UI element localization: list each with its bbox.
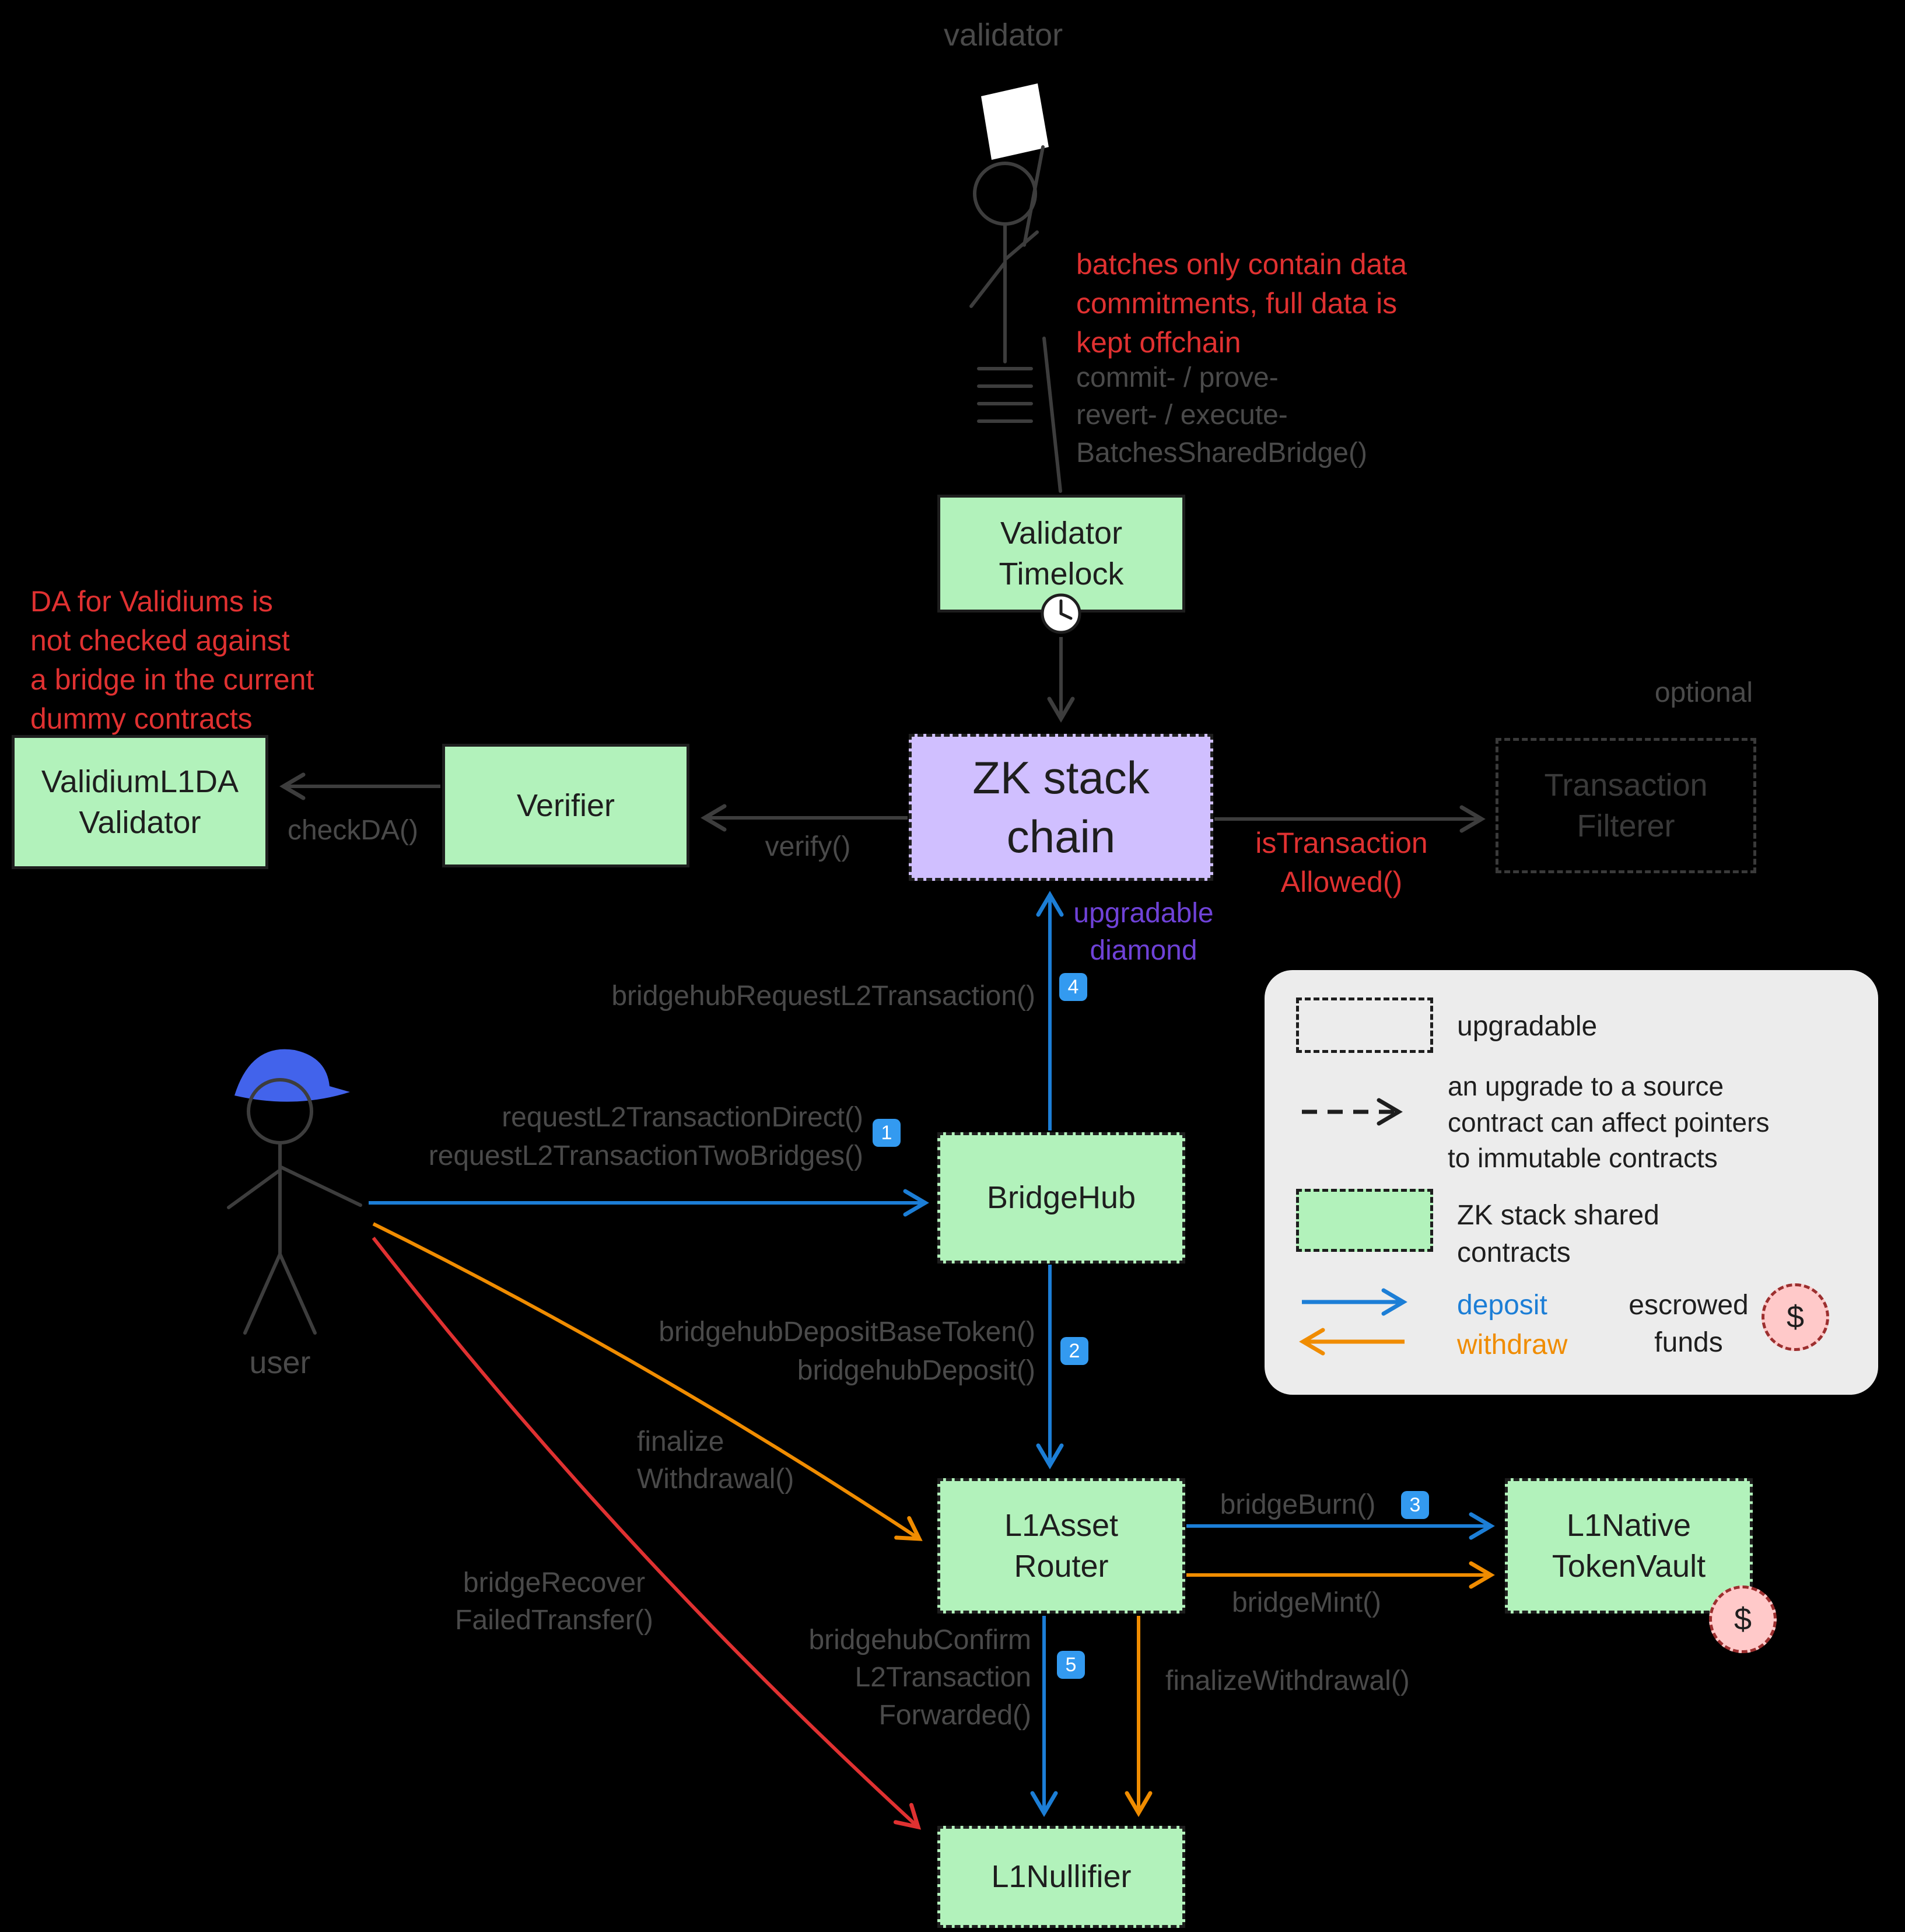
user-label: user — [249, 1345, 311, 1380]
validator-head — [973, 162, 1037, 226]
node-l1-native-token-vault: L1Native TokenVault — [1505, 1478, 1753, 1614]
step-badge-3: 3 — [1401, 1491, 1429, 1519]
step-badge-4: 4 — [1059, 973, 1087, 1001]
node-l1-nullifier: L1Nullifier — [937, 1826, 1185, 1928]
node-transaction-filterer: Transaction Filterer — [1496, 738, 1756, 873]
legend-upgradable-box-icon — [1296, 998, 1433, 1053]
edge-label-request-direct: requestL2TransactionDirect() — [502, 1102, 863, 1133]
edge-label-check-da: checkDA() — [287, 815, 419, 846]
legend-upgrade-note: an upgrade to a source contract can affe… — [1448, 1071, 1770, 1174]
validator-hatch — [977, 367, 1033, 423]
node-l1-asset-router: L1Asset Router — [937, 1478, 1185, 1614]
legend-shared-contracts-label: ZK stack shared contracts — [1457, 1200, 1659, 1269]
note-upgradable-diamond: upgradable diamond — [1073, 898, 1214, 967]
edge-label-verify: verify() — [765, 831, 851, 862]
legend-upgradable-label: upgradable — [1457, 1011, 1598, 1042]
edge-label-finalize-withdrawal: finalizeWithdrawal() — [1165, 1665, 1410, 1696]
edge-label-deposit-base-token: bridgehubDepositBaseToken() — [659, 1317, 1035, 1348]
edge-label-bridgehub-request: bridgehubRequestL2Transaction() — [611, 981, 1035, 1012]
user-leg-left — [243, 1252, 282, 1335]
validator-flag-pole — [1022, 145, 1045, 247]
validator-figure — [969, 83, 1062, 493]
node-validium-l1da-validator: ValidiumL1DA Validator — [12, 735, 268, 869]
legend-shared-contract-box-icon — [1296, 1189, 1433, 1252]
legend-escrowed-funds-label: escrowed funds — [1629, 1290, 1749, 1359]
validator-label: validator — [943, 18, 1063, 52]
step-badge-5: 5 — [1057, 1651, 1085, 1679]
user-figure — [227, 1049, 362, 1335]
legend-withdraw-label: withdraw — [1457, 1329, 1568, 1360]
validator-arm-right — [1003, 230, 1039, 261]
node-verifier: Verifier — [442, 744, 689, 867]
edge-label-bridge-recover: bridgeRecover FailedTransfer() — [455, 1567, 653, 1636]
edge-label-bridgehub-deposit: bridgehubDeposit() — [797, 1355, 1035, 1386]
edge-label-is-transaction-allowed: isTransaction Allowed() — [1255, 827, 1428, 898]
step-badge-2: 2 — [1060, 1337, 1088, 1365]
edge-label-request-two-bridges: requestL2TransactionTwoBridges() — [428, 1140, 863, 1171]
optional-tag: optional — [1654, 677, 1753, 708]
node-bridgehub: BridgeHub — [937, 1132, 1185, 1264]
user-head — [247, 1078, 313, 1144]
user-arm-right — [278, 1165, 362, 1207]
user-arm-left — [227, 1168, 282, 1209]
validator-call-line — [1042, 337, 1062, 493]
node-validator-timelock: Validator Timelock — [937, 495, 1185, 612]
edge-label-finalize-withdrawal-user: finalize Withdrawal() — [637, 1426, 794, 1495]
note-batches-offchain: batches only contain data commitments, f… — [1076, 248, 1407, 359]
edge-label-bridge-burn: bridgeBurn() — [1220, 1489, 1376, 1520]
edge-label-bridgehub-confirm: bridgehubConfirm L2Transaction Forwarded… — [808, 1625, 1031, 1731]
user-cap — [234, 1049, 350, 1102]
validator-flag — [981, 83, 1049, 160]
node-zk-stack-chain: ZK stack chain — [909, 734, 1213, 881]
legend-deposit-label: deposit — [1457, 1290, 1547, 1321]
token-vault-escrowed-funds-icon: $ — [1709, 1586, 1777, 1653]
legend-escrowed-funds-icon: $ — [1762, 1283, 1829, 1351]
validator-arm-left — [969, 261, 1007, 308]
note-da-validiums: DA for Validiums is not checked against … — [30, 585, 314, 735]
user-leg-right — [278, 1252, 317, 1335]
edge-label-bridge-mint: bridgeMint() — [1231, 1587, 1382, 1618]
note-validator-calls: commit- / prove- revert- / execute- Batc… — [1076, 362, 1367, 468]
step-badge-1: 1 — [873, 1119, 901, 1147]
